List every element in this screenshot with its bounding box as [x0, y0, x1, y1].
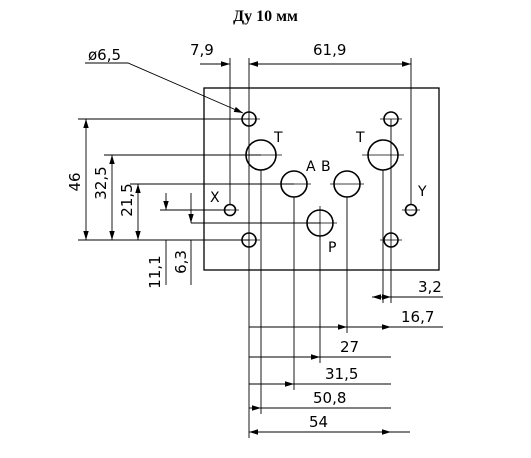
- dim-16-7-label: 16,7: [401, 308, 434, 326]
- mounting-plate-outline: [203, 87, 440, 271]
- dim-3-2-label: 3,2: [418, 278, 442, 296]
- port-a-label: A: [306, 159, 316, 175]
- dim-27-label: 27: [340, 338, 359, 356]
- dim-31-5-label: 31,5: [325, 365, 358, 383]
- bottom-dimension-lines: [249, 294, 443, 435]
- extension-lines-vertical: [229, 58, 412, 438]
- port-x-label: X: [210, 190, 220, 206]
- port-holes: [223, 111, 418, 248]
- dim-32-5-label: 32,5: [92, 166, 110, 199]
- extension-lines-horizontal: [78, 118, 294, 241]
- dim-50-8-label: 50,8: [313, 389, 346, 407]
- dim-6-3-label: 6,3: [172, 250, 190, 274]
- top-dimension-lines: [85, 61, 411, 114]
- dim-7-9-label: 7,9: [190, 41, 214, 59]
- left-dimension-lines: [83, 119, 320, 285]
- dim-11-1-label: 11,1: [146, 255, 164, 288]
- dim-54-label: 54: [309, 413, 328, 431]
- dim-61-9-label: 61,9: [313, 41, 346, 59]
- dim-21-5-label: 21,5: [118, 183, 136, 216]
- port-p-label: P: [328, 240, 336, 256]
- port-t-right-label: T: [355, 130, 365, 146]
- hole-diameter-label: ø6,5: [88, 46, 121, 64]
- port-y-label: Y: [417, 184, 427, 200]
- dim-46-label: 46: [66, 172, 84, 191]
- diagram-title: Ду 10 мм: [233, 8, 298, 25]
- center-lines: [221, 118, 420, 241]
- port-t-left-label: T: [273, 130, 283, 146]
- port-b-label: B: [321, 159, 331, 175]
